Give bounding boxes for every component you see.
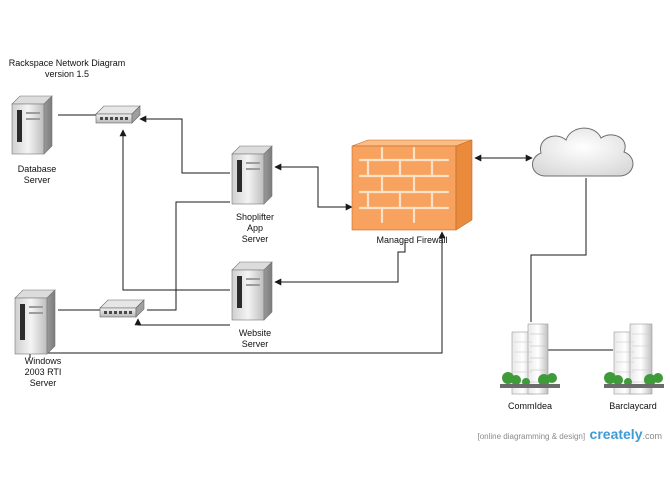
link-cloud-commidea [530,178,587,322]
link-shoplifter-switch1 [139,115,230,174]
barclaycard-label: Barclaycard [609,401,657,411]
creately-watermark[interactable]: [online diagramming & design] creately.c… [477,426,662,444]
commidea-building-icon[interactable] [500,323,560,395]
link-website-switch1 [119,129,230,291]
database-server-label-line1: Database [17,164,57,174]
windows-server-icon[interactable] [14,289,56,355]
link-switch2-shoplifter [147,201,230,311]
windows-server-label-line1: Windows [24,356,62,366]
link-website-switch2 [134,318,230,326]
windows-server-label: Windows 2003 RTI Server [8,356,78,389]
link-shoplifter-firewall [274,163,353,211]
website-server-label-line2: Server [241,339,269,349]
shoplifter-server-label-line2: App [246,223,263,233]
switch-top-icon[interactable] [95,105,141,124]
website-server-label-line1: Website [238,328,272,338]
windows-server-label-line2: 2003 RTI [24,367,62,377]
creately-logo: creately [589,426,643,442]
database-server-label-line2: Server [23,175,51,185]
internet-cloud-icon[interactable] [532,127,634,177]
switch-bottom-icon[interactable] [99,299,145,318]
database-server-label: Database Server [2,164,72,186]
website-server-icon[interactable] [231,261,273,321]
shoplifter-server-label: Shoplifter App Server [220,212,290,245]
firewall-label: Managed Firewall [376,235,448,245]
windows-server-label-line3: Server [29,378,57,388]
shoplifter-server-label-line1: Shoplifter [235,212,275,222]
commidea-label: CommIdea [507,401,552,411]
database-server-icon[interactable] [11,95,53,155]
diagram-title: Rackspace Network Diagram version 1.5 [2,58,132,80]
watermark-tagline: [online diagramming & design] [477,432,586,441]
title-line-1: Rackspace Network Diagram [8,58,126,68]
watermark-suffix: .com [642,431,662,441]
connectors [29,114,613,358]
shoplifter-server-label-line3: Server [241,234,269,244]
title-line-2: version 1.5 [44,69,90,79]
firewall-icon[interactable] [351,139,473,231]
website-server-label: Website Server [220,328,290,350]
link-firewall-website [274,242,406,286]
link-windows-firewall [29,231,446,358]
barclaycard-building-icon[interactable] [604,323,664,395]
shoplifter-server-icon[interactable] [231,145,273,205]
